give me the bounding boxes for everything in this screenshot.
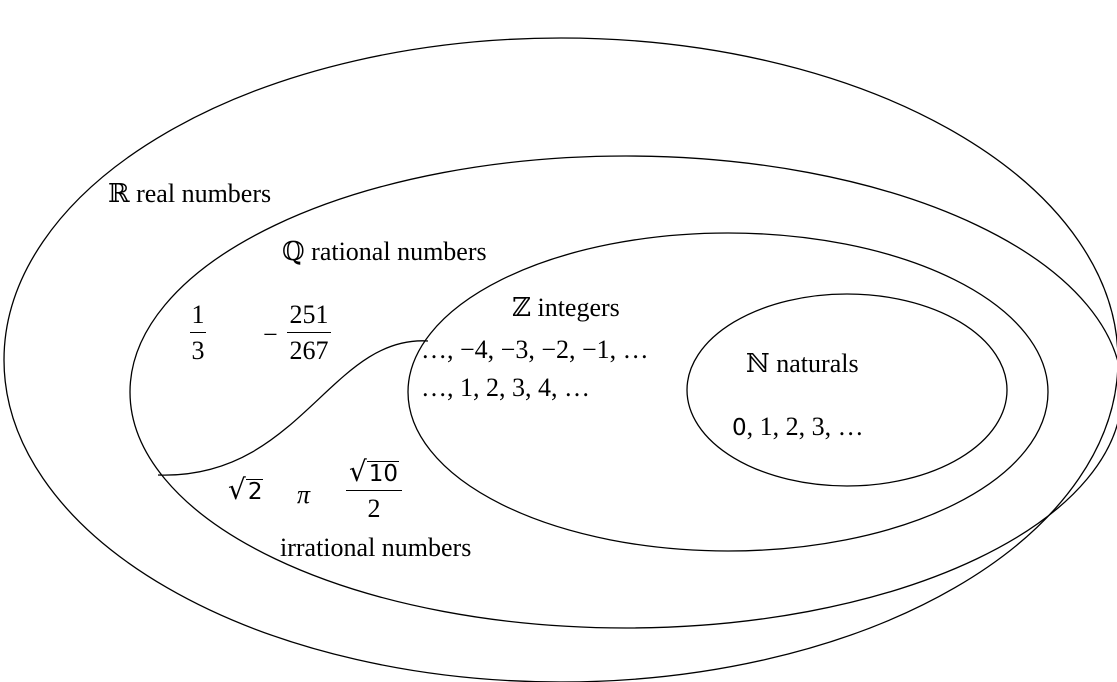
integers-symbol: ℤ [512, 293, 531, 322]
fraction-denominator: 2 [367, 494, 381, 523]
fraction-numerator: √10 [346, 458, 402, 486]
fraction-denominator: 267 [289, 336, 329, 365]
naturals-zero: 0 [732, 415, 747, 441]
naturals-symbol: ℕ [746, 349, 770, 378]
fraction-denominator: 3 [191, 336, 205, 365]
fraction-251-267: 251 267 [287, 302, 331, 364]
rational-irrational-divider [157, 340, 429, 476]
real-name: real numbers [136, 179, 272, 208]
rational-name: rational numbers [311, 237, 487, 266]
real-symbol: ℝ [108, 179, 130, 208]
fraction-bar [346, 490, 402, 491]
negative-integers: …, −4, −3, −2, −1, … [421, 335, 649, 364]
fraction-numerator: 251 [289, 300, 329, 329]
integers-ellipse [407, 232, 1049, 552]
fraction-numerator: 1 [191, 300, 205, 329]
sqrt-two: √2 [228, 473, 264, 506]
radicand: 10 [366, 461, 400, 487]
rational-symbol: ℚ [282, 237, 305, 266]
fraction-bar [190, 332, 206, 333]
positive-integers: …, 1, 2, 3, 4, … [421, 373, 590, 402]
square-root: √10 [348, 455, 400, 488]
naturals-rest: , 1, 2, 3, … [746, 412, 864, 441]
fraction-bar [287, 332, 331, 333]
naturals-values: 0, 1, 2, 3, … [732, 414, 864, 440]
pi-symbol: π [297, 480, 311, 509]
integers-label: ℤ integers [512, 295, 620, 321]
real-numbers-ellipse [3, 37, 1117, 682]
naturals-ellipse [686, 293, 1008, 487]
irrational-numbers-label: irrational numbers [280, 533, 472, 562]
radical-sign: √ [228, 473, 246, 506]
integers-name: integers [537, 293, 620, 322]
rational-numbers-ellipse [129, 155, 1117, 629]
radicand: 2 [245, 479, 264, 505]
square-root: √2 [228, 473, 264, 506]
fraction-one-third: 1 3 [190, 302, 206, 364]
radical-sign: √ [348, 455, 367, 488]
real-numbers-label: ℝ real numbers [108, 181, 271, 207]
minus-sign: − [263, 320, 278, 349]
naturals-name: naturals [776, 349, 859, 378]
naturals-label: ℕ naturals [746, 351, 859, 377]
fraction-sqrt10-over-2: √10 2 [346, 458, 402, 522]
rational-numbers-label: ℚ rational numbers [282, 239, 487, 265]
